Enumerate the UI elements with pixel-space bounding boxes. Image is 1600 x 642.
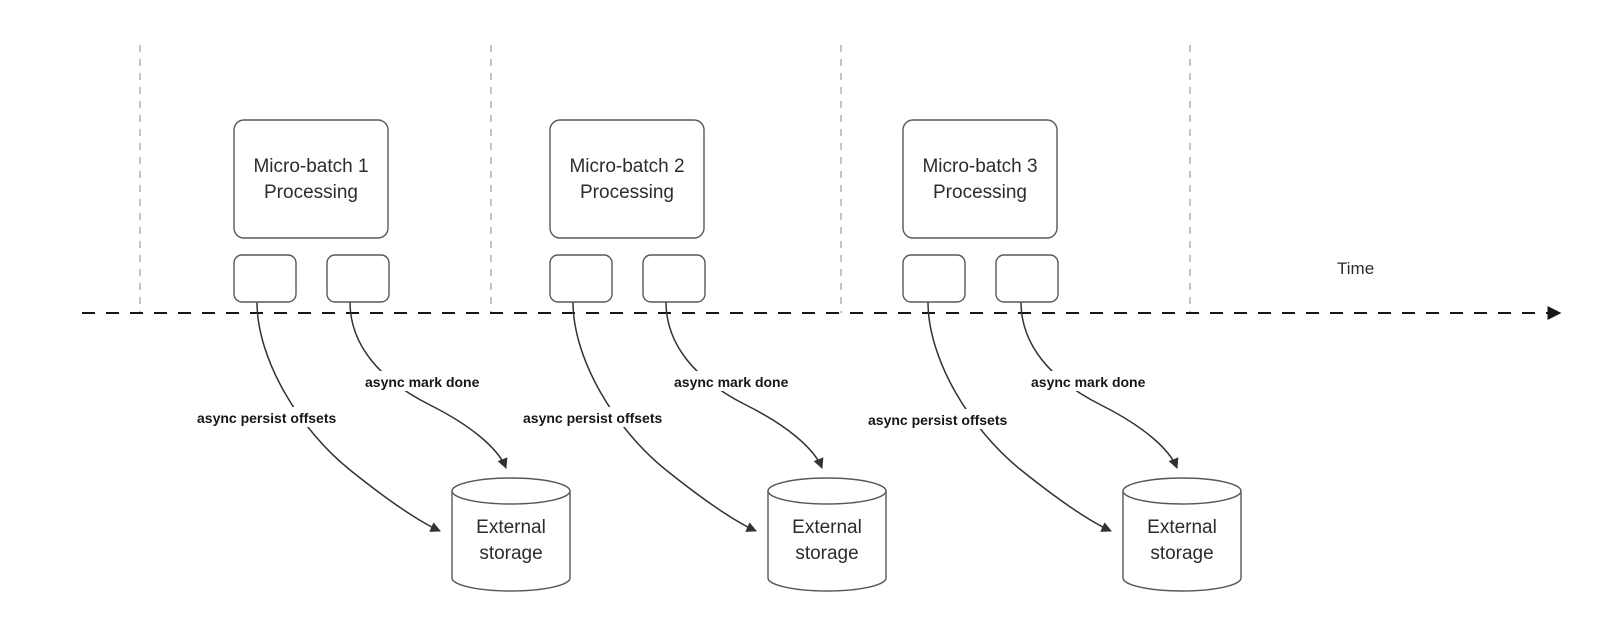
edge-async-persist-offsets-1 [256, 301, 441, 532]
small-box-3-right[interactable] [995, 254, 1059, 303]
storage-top-2 [767, 477, 887, 505]
small-box-3-left[interactable] [902, 254, 966, 303]
label-bg-mark-2 [673, 371, 813, 391]
label-bg-persist-3 [867, 409, 1045, 429]
edge-label-persist-3: async persist offsets [868, 412, 1007, 428]
label-bg-mark-3 [1030, 371, 1170, 391]
micro-batch-label-1-line2: Processing [264, 182, 358, 203]
storage-label-2-line2: storage [795, 543, 858, 564]
small-box-2-right[interactable] [642, 254, 706, 303]
storage-label-1-line2: storage [479, 543, 542, 564]
small-box-2-left[interactable] [549, 254, 613, 303]
external-storage-3[interactable] [1122, 477, 1242, 592]
edge-label-mark-1: async mark done [365, 374, 480, 390]
external-storage-2[interactable] [767, 477, 887, 592]
edge-async-persist-offsets-2 [572, 301, 757, 532]
small-box-1-right[interactable] [326, 254, 390, 303]
label-bg-persist-2 [522, 407, 700, 427]
group-2 [549, 119, 887, 592]
label-bg-persist-1 [196, 407, 374, 427]
micro-batch-box-2[interactable] [549, 119, 705, 239]
micro-batch-label-1-line1: Micro-batch 1 [253, 156, 368, 177]
edge-label-persist-1: async persist offsets [197, 410, 336, 426]
external-storage-1[interactable] [451, 477, 571, 592]
edge-label-persist-2: async persist offsets [523, 410, 662, 426]
node-labels: Micro-batch 1 Processing Micro-batch 2 P… [253, 156, 1374, 564]
micro-batch-box-1[interactable] [233, 119, 389, 239]
edge-label-mark-2: async mark done [674, 374, 789, 390]
storage-top-1 [451, 477, 571, 505]
storage-body-3 [1122, 490, 1242, 592]
micro-batch-label-3-line2: Processing [933, 182, 1027, 203]
storage-label-1-line1: External [476, 517, 546, 538]
edge-async-mark-done-2 [665, 301, 824, 469]
edge-async-mark-done-1 [349, 301, 508, 469]
edge-labels: async persist offsets async mark done as… [196, 371, 1170, 429]
micro-batch-label-3-line1: Micro-batch 3 [922, 156, 1037, 177]
boundary-tick-lines [139, 45, 1191, 313]
group-1 [233, 119, 571, 592]
storage-body-2 [767, 490, 887, 592]
edge-async-mark-done-3 [1020, 301, 1179, 469]
edge-async-persist-offsets-3 [927, 301, 1112, 532]
storage-body-1 [451, 490, 571, 592]
micro-batch-label-2-line1: Micro-batch 2 [569, 156, 684, 177]
micro-batch-box-3[interactable] [902, 119, 1058, 239]
storage-top-3 [1122, 477, 1242, 505]
time-axis-label: Time [1337, 259, 1374, 278]
storage-label-3-line2: storage [1150, 543, 1213, 564]
edge-label-mark-3: async mark done [1031, 374, 1146, 390]
small-box-1-left[interactable] [233, 254, 297, 303]
storage-label-3-line1: External [1147, 517, 1217, 538]
group-3 [902, 119, 1242, 592]
micro-batch-label-2-line2: Processing [580, 182, 674, 203]
storage-label-2-line1: External [792, 517, 862, 538]
label-bg-mark-1 [364, 371, 504, 391]
